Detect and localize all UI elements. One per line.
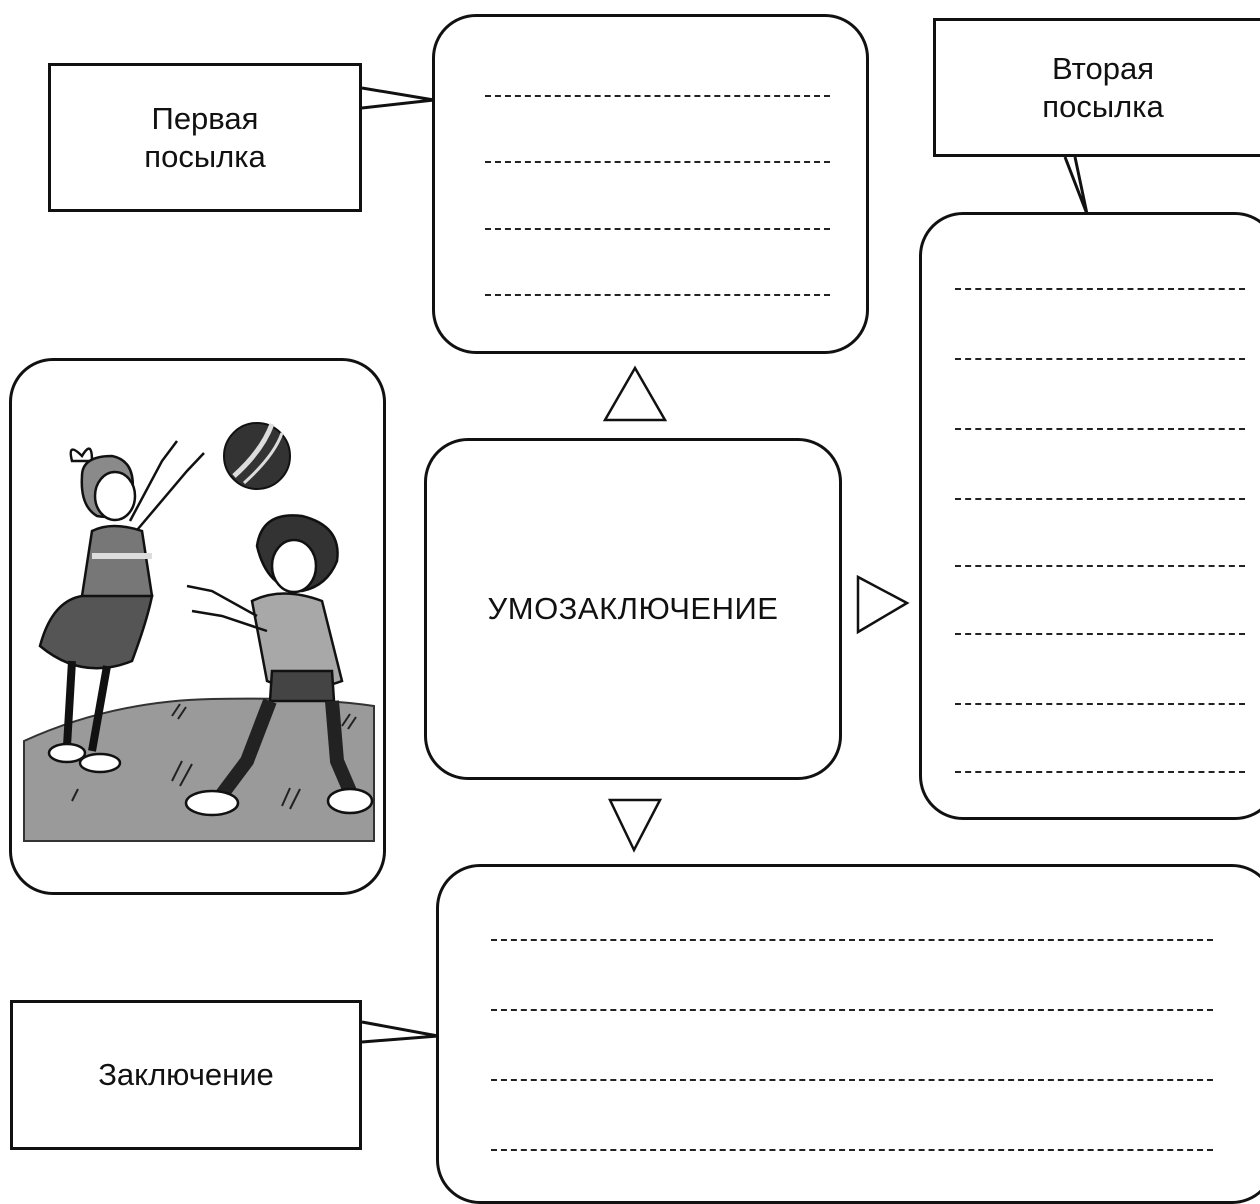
down-arrow-icon bbox=[608, 798, 663, 853]
conclusion-pointer bbox=[361, 1020, 439, 1044]
conclusion-callout: Заключение bbox=[10, 1000, 362, 1150]
answer-line[interactable] bbox=[485, 95, 830, 97]
first-premise-pointer bbox=[361, 86, 435, 110]
answer-line[interactable] bbox=[955, 771, 1245, 773]
answer-line[interactable] bbox=[955, 565, 1245, 567]
answer-line[interactable] bbox=[491, 1149, 1213, 1151]
first-premise-label: Первая посылка bbox=[144, 100, 266, 174]
second-premise-answer-box[interactable] bbox=[919, 212, 1260, 820]
girl-figure bbox=[38, 440, 205, 774]
answer-line[interactable] bbox=[491, 1079, 1213, 1081]
second-premise-callout: Вторая посылка bbox=[933, 18, 1260, 157]
answer-line[interactable] bbox=[485, 161, 830, 163]
ball-icon bbox=[223, 422, 291, 490]
inference-label: УМОЗАКЛЮЧЕНИЕ bbox=[487, 591, 779, 626]
answer-line[interactable] bbox=[491, 939, 1213, 941]
answer-line[interactable] bbox=[955, 288, 1245, 290]
up-arrow-icon bbox=[602, 365, 668, 422]
answer-line[interactable] bbox=[485, 228, 830, 230]
conclusion-label: Заключение bbox=[98, 1057, 274, 1092]
second-premise-label: Вторая посылка bbox=[1042, 50, 1164, 124]
boy-figure bbox=[184, 514, 374, 817]
answer-line[interactable] bbox=[485, 294, 830, 296]
ground-shape bbox=[23, 697, 375, 842]
conclusion-answer-box[interactable] bbox=[436, 864, 1260, 1204]
illustration-box bbox=[9, 358, 386, 895]
first-premise-callout: Первая посылка bbox=[48, 63, 362, 212]
first-premise-answer-box[interactable] bbox=[432, 14, 869, 354]
answer-line[interactable] bbox=[955, 633, 1245, 635]
answer-line[interactable] bbox=[491, 1009, 1213, 1011]
children-playing-ball-illustration bbox=[23, 422, 375, 842]
inference-box: УМОЗАКЛЮЧЕНИЕ bbox=[424, 438, 842, 780]
answer-line[interactable] bbox=[955, 498, 1245, 500]
answer-line[interactable] bbox=[955, 428, 1245, 430]
right-arrow-icon bbox=[856, 574, 910, 635]
answer-line[interactable] bbox=[955, 358, 1245, 360]
second-premise-pointer bbox=[1063, 156, 1089, 215]
answer-line[interactable] bbox=[955, 703, 1245, 705]
